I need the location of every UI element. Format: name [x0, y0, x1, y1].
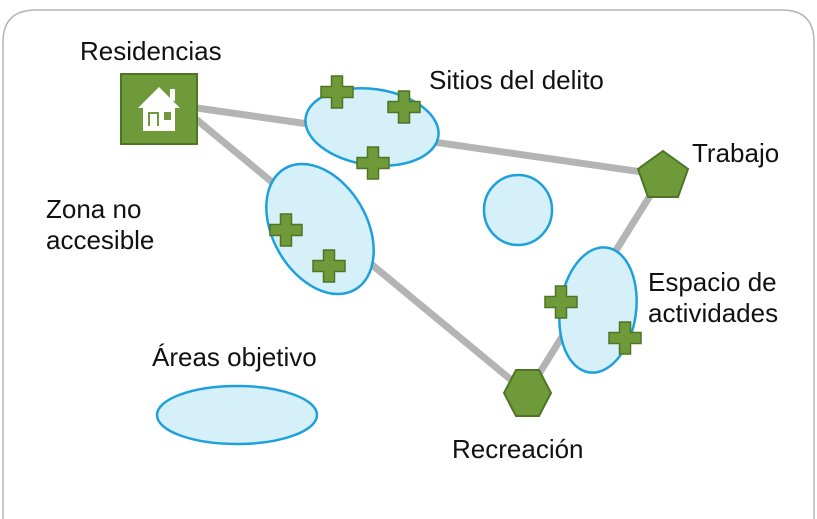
espacio-line-1: Espacio de: [648, 267, 777, 297]
residencias-label: Residencias: [80, 36, 222, 66]
pentagon-icon: [636, 149, 690, 198]
house-icon: [120, 73, 198, 145]
trabajo-label: Trabajo: [692, 138, 780, 168]
recreacion-label: Recreación: [452, 434, 584, 464]
zona-line-1: Zona no: [46, 194, 142, 224]
empty-area: [482, 173, 554, 247]
areas-objetivo-label: Áreas objetivo: [152, 342, 317, 372]
sitios-del-delito-label: Sitios del delito: [429, 65, 604, 95]
zona-no-accesible-label: Zona no accesible: [46, 194, 154, 256]
espacio-de-actividades-label: Espacio de actividades: [648, 267, 778, 329]
target-areas-legend: [155, 384, 319, 446]
espacio-line-2: actividades: [648, 298, 779, 328]
zona-line-2: accesible: [46, 225, 155, 255]
inaccessible-area: [265, 162, 375, 296]
hexagon-icon: [502, 369, 553, 417]
